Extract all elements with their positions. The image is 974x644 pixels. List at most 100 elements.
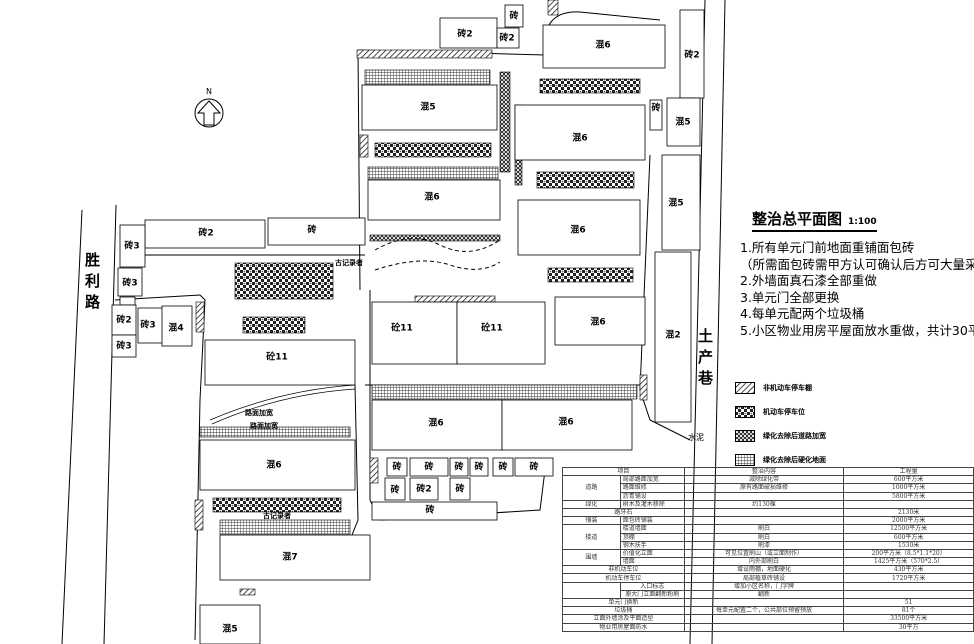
table-cell-content: 增设雨棚，地面硬化 [683, 565, 845, 575]
svg-text:砖: 砖 [390, 484, 399, 496]
road-label-shengli: 胜利路 [83, 252, 101, 315]
table-cell-quantity: 1425平方米（570*2.5） [843, 557, 974, 567]
table-cell-content [683, 491, 845, 501]
plan-annotations: 古记录者 路面加宽 路面加宽 古记录者 [245, 258, 363, 520]
road-shengli [61, 204, 117, 644]
table-cell-category: 围墙 [562, 548, 621, 567]
table-cell-quantity: 2000平方米 [843, 516, 974, 526]
legend-item-bike-shed: 非机动车停车棚 [735, 382, 826, 394]
checker-swatch-icon [735, 406, 755, 418]
table-cell-quantity: 1530米 [843, 540, 974, 550]
table-cell-item: 树木及灌木移除 [619, 499, 685, 509]
table-cell-quantity: 33500平方米 [843, 614, 974, 624]
table-cell-item: 墙面 [619, 557, 685, 567]
table-cell-item: 原大门立面翻新粉刷 [619, 589, 685, 600]
table-cell-category: 单元门换新 [562, 597, 685, 608]
garden-path [374, 238, 501, 271]
svg-text:砼11: 砼11 [481, 322, 503, 334]
table-cell-quantity: 200平方米（8.5*1.1*20） [843, 548, 974, 559]
table-cell-quantity: 2130米 [843, 507, 974, 518]
table-cell-content: 内外部刷白 [683, 557, 845, 567]
table-cell-quantity [843, 499, 974, 509]
table-cell-content: 翻新 [683, 589, 845, 600]
table-cell-quantity: 51 [843, 597, 974, 608]
table-row: 绿化树木及灌木移除约130棵 [562, 499, 974, 509]
table-cell-item: 顶棚 [619, 532, 685, 542]
legend-label: 绿化去除后道路加宽 [763, 432, 826, 440]
svg-text:砖: 砖 [498, 461, 507, 473]
table-cell-category: 物业用房屋面防水 [562, 622, 685, 632]
svg-text:砖: 砖 [455, 483, 464, 495]
svg-text:砖2: 砖2 [684, 49, 699, 61]
svg-text:路面加宽: 路面加宽 [245, 408, 273, 417]
svg-text:砖: 砖 [509, 10, 518, 22]
table-cell-category: 机动车停车位 [562, 573, 685, 583]
title-text: 整治总平面图 [752, 210, 843, 228]
header-content: 整治内容 [683, 466, 845, 477]
svg-text:砖: 砖 [392, 461, 401, 473]
header-item: 项目 [562, 466, 685, 477]
note-5: 5.小区物业用房平屋面放水重做，共计30平方 [740, 322, 974, 338]
svg-text:砖2: 砖2 [198, 227, 213, 239]
svg-text:砖3: 砖3 [124, 240, 139, 252]
note-3: 3.单元门全部更换 [740, 289, 840, 305]
table-row: 单元门换新 51 [562, 597, 974, 608]
table-cell-item: 局部路面加宽 [619, 475, 685, 485]
table-cell-item: 面包砖铺装 [619, 516, 685, 526]
table-cell-item: 钢木扶手 [619, 540, 685, 550]
legend-label: 机动车停车位 [763, 408, 805, 416]
legend-label: 非机动车停车棚 [763, 384, 812, 392]
cement-label: 水泥 [688, 432, 704, 442]
svg-text:混5: 混5 [222, 623, 237, 635]
table-row: 物业用房屋面防水 30平方 [562, 622, 974, 632]
table-cell-content: 刷漆 [683, 540, 845, 550]
table-row: 围墙价值化立面可见位置刷山（或立面制作）200平方米（8.5*1.1*20） [562, 548, 974, 567]
svg-text:砖2: 砖2 [116, 314, 131, 326]
table-cell-content: 减除绿化带 [683, 475, 845, 485]
svg-text:混2: 混2 [665, 329, 680, 341]
table-cell-content: 可见位置刷山（或立面制作） [683, 548, 845, 559]
svg-text:N: N [206, 87, 212, 96]
svg-text:砖: 砖 [454, 461, 463, 473]
table-cell-content [683, 622, 845, 632]
table-cell-quantity: 30平方 [843, 622, 974, 632]
hatch-swatch-icon [735, 382, 755, 394]
road-label-tuchan: 土产巷 [696, 328, 714, 391]
table-cell-quantity: 600平方米 [843, 475, 974, 485]
svg-text:砖: 砖 [424, 461, 433, 473]
table-cell-category: 道路 [562, 475, 621, 501]
svg-text:混6: 混6 [572, 132, 587, 144]
table-cell-quantity [843, 589, 974, 600]
svg-text:混6: 混6 [266, 459, 281, 471]
circles-swatch-icon [735, 430, 755, 442]
svg-text:砖3: 砖3 [116, 340, 131, 352]
buildings [111, 4, 705, 644]
table-cell-quantity [843, 581, 974, 591]
table-cell-item: 沥青铺设 [619, 491, 685, 501]
svg-text:混6: 混6 [595, 39, 610, 51]
svg-text:混6: 混6 [590, 316, 605, 328]
svg-text:砖: 砖 [651, 102, 660, 114]
legend: 非机动车停车棚 机动车停车位 绿化去除后道路加宽 绿化去除后硬化地面 [735, 382, 826, 478]
svg-text:砖: 砖 [425, 504, 434, 516]
note-1-sub: （所需面包砖需甲方认可确认后方可大量采购） [740, 256, 974, 272]
svg-text:混6: 混6 [424, 191, 439, 203]
legend-item-parking: 机动车停车位 [735, 406, 826, 418]
svg-text:砖2: 砖2 [457, 28, 472, 40]
legend-label: 绿化去除后硬化地面 [763, 456, 826, 464]
svg-text:混5: 混5 [420, 101, 435, 113]
svg-text:路面加宽: 路面加宽 [250, 421, 278, 430]
svg-text:砖3: 砖3 [122, 277, 137, 289]
